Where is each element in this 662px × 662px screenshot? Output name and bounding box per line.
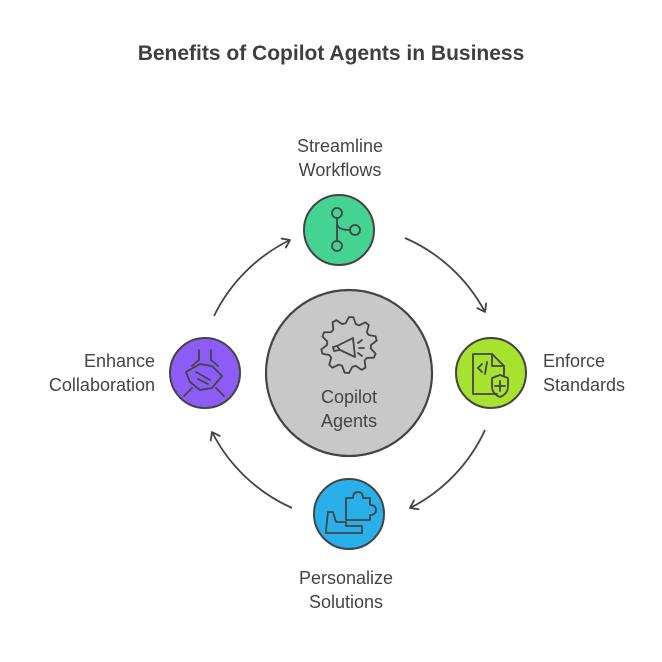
arrow-streamline-to-enforce: [404, 237, 488, 313]
label-enhance-collaboration: Enhance Collaboration: [14, 349, 155, 397]
node-personalize-solutions: [313, 478, 385, 550]
arrow-personalize-to-enhance: [209, 431, 293, 509]
label-enhance-line2: Collaboration: [48, 375, 155, 395]
center-label-line2: Agents: [320, 411, 378, 431]
label-enforce-standards: Enforce Standards: [543, 349, 625, 397]
puzzle-hand-icon: [325, 491, 377, 534]
label-enforce-line2: Standards: [543, 375, 626, 395]
arrow-enforce-to-personalize: [409, 429, 486, 511]
label-personalize-line1: Personalize: [298, 568, 394, 588]
label-personalize-solutions: Personalize Solutions: [271, 566, 421, 614]
label-enforce-line1: Enforce: [543, 351, 606, 371]
label-streamline-line1: Streamline: [296, 136, 384, 156]
node-enhance-collaboration: [169, 337, 241, 409]
center-label: Copilot Agents: [266, 385, 432, 433]
node-streamline-workflows: [303, 194, 375, 266]
label-streamline-workflows: Streamline Workflows: [270, 134, 410, 182]
diagram-title: Benefits of Copilot Agents in Business: [137, 42, 525, 65]
hands-together-icon: [183, 349, 225, 397]
file-code-shield-icon: [472, 353, 509, 398]
label-personalize-line2: Solutions: [308, 592, 384, 612]
label-enhance-line1: Enhance: [83, 351, 155, 371]
git-branch-icon: [331, 207, 361, 252]
center-hub: [264, 288, 434, 458]
gear-megaphone-icon: [320, 316, 378, 374]
center-label-line1: Copilot: [320, 387, 378, 407]
node-enforce-standards: [455, 337, 527, 409]
arrow-enhance-to-streamline: [213, 237, 291, 317]
label-streamline-line2: Workflows: [298, 160, 382, 180]
